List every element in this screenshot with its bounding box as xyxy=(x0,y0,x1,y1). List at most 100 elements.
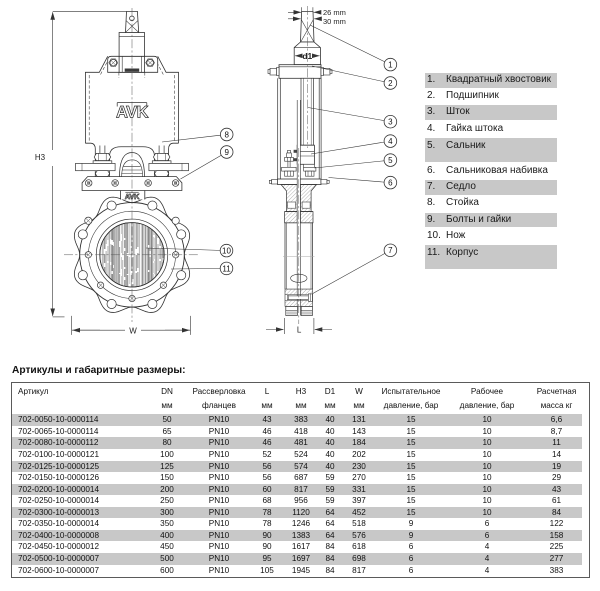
table-cell: 125 xyxy=(142,460,192,473)
callout-circle xyxy=(383,76,398,90)
table-cell: 10 xyxy=(482,450,492,460)
legend-item-label: Корпус xyxy=(446,246,479,258)
table-cell: 702-0125-10-0000125 xyxy=(12,460,142,473)
gland-plate xyxy=(81,176,183,191)
stem-nut xyxy=(293,144,315,168)
table-cell: 50 xyxy=(142,414,192,426)
callout-leader xyxy=(180,154,222,180)
table-cell: 10 xyxy=(482,496,492,506)
table-cell: 105 xyxy=(260,565,274,575)
callout-number: 8 xyxy=(224,130,229,139)
callout-number: 2 xyxy=(388,79,393,88)
column-header: H3 xyxy=(295,387,307,396)
callout-number: 4 xyxy=(388,137,393,146)
table-cell: 481 xyxy=(288,437,314,450)
bolt-holes xyxy=(77,200,187,309)
table-cell: PN10 xyxy=(192,483,246,496)
table-cell: 702-0080-10-0000112 xyxy=(12,437,142,450)
packing-stud xyxy=(281,150,297,177)
frame-plates xyxy=(277,78,322,179)
centerline-side xyxy=(298,6,308,324)
table-cell: 702-0400-10-0000008 xyxy=(12,529,142,542)
table-cell: 702-0500-10-0000007 xyxy=(12,552,142,565)
table-cell: 90 xyxy=(262,542,272,552)
column-header-unit: мм xyxy=(324,401,336,410)
legend-item-number: 5. xyxy=(427,139,436,151)
dimension-w xyxy=(71,315,191,335)
dimension-l xyxy=(266,318,332,334)
column-header-unit: мм xyxy=(353,401,365,410)
dimension-top xyxy=(288,7,322,22)
table-cell: 10 xyxy=(450,437,524,450)
callout-circle xyxy=(383,243,398,258)
table-cell: 10 xyxy=(482,426,492,436)
callout-leader xyxy=(309,24,385,63)
callout-leader xyxy=(161,134,221,143)
table-cell: 15 xyxy=(372,506,450,519)
legend-item-label: Сальник xyxy=(446,139,486,151)
table-cell: PN10 xyxy=(208,565,230,575)
table-cell: 84 xyxy=(314,552,346,565)
legend-item-number: 4. xyxy=(427,122,436,134)
table-cell: 277 xyxy=(524,552,589,565)
body-side xyxy=(283,222,315,290)
callout-leader xyxy=(311,65,385,82)
callout-number: 9 xyxy=(224,148,229,157)
svg-text:AVK: AVK xyxy=(125,192,140,201)
table-cell: 1697 xyxy=(288,552,314,565)
table-cell: 702-0200-10-0000014 xyxy=(12,483,142,496)
w-label: W xyxy=(129,326,137,335)
column-header-unit: мм xyxy=(295,401,307,410)
table-cell: 10 xyxy=(450,483,524,496)
legend-item: 6.Сальниковая набивка xyxy=(425,164,557,179)
table-cell: 29 xyxy=(551,473,562,483)
table-cell: 202 xyxy=(352,450,366,460)
table-cell: 40 xyxy=(314,460,346,473)
table-cell: PN10 xyxy=(192,437,246,450)
table-cell: 4 xyxy=(484,542,490,552)
table-cell: 84 xyxy=(325,565,335,575)
table-cell: PN10 xyxy=(192,414,246,426)
table-cell: 397 xyxy=(352,496,366,506)
table-cell: 56 xyxy=(262,473,272,483)
table-cell: 524 xyxy=(294,450,308,460)
legend-item: 8.Стойка xyxy=(425,196,557,211)
table-cell: 383 xyxy=(549,565,564,575)
table-cell: 450 xyxy=(160,542,174,552)
table-cell: 452 xyxy=(346,506,372,519)
table-cell: 46 xyxy=(246,437,288,450)
body-stand xyxy=(85,56,179,177)
column-header-unit xyxy=(12,399,142,414)
table-cell: 702-0150-10-0000126 xyxy=(18,473,100,483)
bearing-plate-side xyxy=(267,64,333,79)
table-cell: 40 xyxy=(314,414,346,426)
legend-item-number: 7. xyxy=(427,181,436,193)
column-header: Расчетная xyxy=(536,387,577,396)
table-cell: 230 xyxy=(346,460,372,473)
table-cell: 143 xyxy=(352,426,366,436)
table-cell: 46 xyxy=(262,426,272,436)
l-label: L xyxy=(297,326,302,335)
callout-number: 10 xyxy=(222,247,231,256)
table-cell: 1383 xyxy=(288,529,314,542)
legend-item-label: Шток xyxy=(446,106,470,118)
table-cell: 1617 xyxy=(291,542,311,552)
table-cell: PN10 xyxy=(192,529,246,542)
table-cell: PN10 xyxy=(208,426,230,436)
dimension-h3 xyxy=(50,11,126,318)
table-cell: 702-0250-10-0000014 xyxy=(18,496,100,506)
table-cell: 184 xyxy=(346,437,372,450)
table-cell: 90 xyxy=(246,529,288,542)
column-header: Артикул xyxy=(18,387,49,396)
side-view: 26 mm 30 mm d1 xyxy=(266,6,346,335)
legend-item-label: Стойка xyxy=(446,197,479,209)
legend-item-label: Нож xyxy=(446,229,466,241)
table-cell: 100 xyxy=(160,450,174,460)
column-header: W xyxy=(355,387,363,396)
